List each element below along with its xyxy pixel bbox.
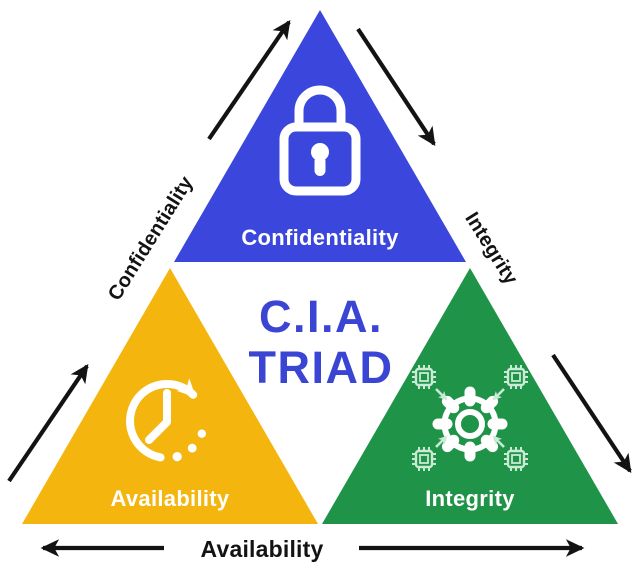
edge-label-availability: Availability bbox=[201, 536, 324, 562]
integrity-triangle-label: Integrity bbox=[425, 486, 515, 511]
availability-triangle-label: Availability bbox=[111, 486, 230, 511]
arrow-up-lower-left bbox=[7, 364, 89, 483]
clock-dashed-arc bbox=[172, 429, 206, 462]
chip-icon bbox=[504, 447, 528, 471]
arrow-down-right-edge bbox=[356, 27, 436, 147]
lock-shackle bbox=[294, 85, 346, 128]
chip-arrows bbox=[435, 388, 505, 448]
chip-icon bbox=[412, 365, 436, 389]
arrow-down-lower-right bbox=[551, 353, 632, 474]
arrow-up-left-edge bbox=[207, 20, 291, 141]
edge-label-confidentiality: Confidentiality bbox=[104, 172, 198, 305]
center-title: C.I.A. TRIAD bbox=[249, 291, 394, 393]
lock-keyhole bbox=[311, 143, 329, 176]
cycle-arrows bbox=[7, 20, 632, 557]
lock-icon bbox=[279, 85, 361, 196]
gear-chips-icon bbox=[412, 365, 528, 471]
clock-history-icon bbox=[126, 378, 206, 462]
clock-hands bbox=[145, 389, 171, 444]
confidentiality-triangle bbox=[174, 10, 466, 262]
chip-icon bbox=[412, 447, 436, 471]
lock-body bbox=[279, 122, 361, 196]
confidentiality-triangle-label: Confidentiality bbox=[241, 225, 399, 250]
chip-icon bbox=[504, 365, 528, 389]
gear-icon bbox=[432, 386, 508, 462]
center-title-line2: TRIAD bbox=[249, 342, 394, 393]
clock-circular-arrow bbox=[126, 378, 198, 462]
center-title-line1: C.I.A. bbox=[259, 291, 383, 342]
chip-icons bbox=[412, 365, 528, 471]
